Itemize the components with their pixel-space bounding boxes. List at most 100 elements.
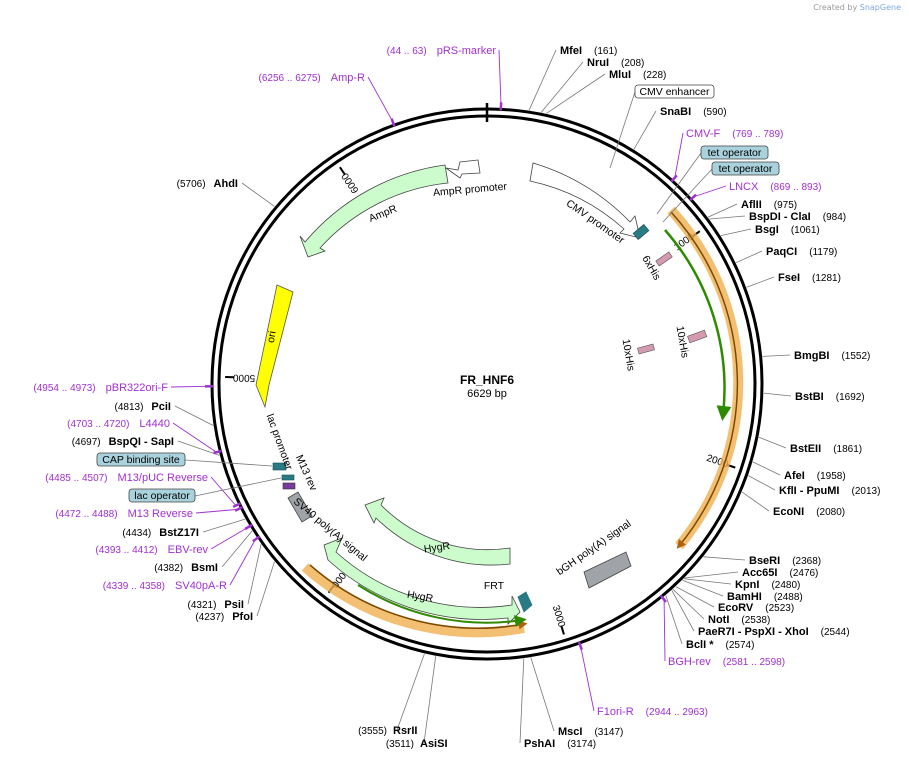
boxed-feature-label[interactable]: CAP binding site	[96, 452, 186, 467]
restriction-site[interactable]: BmgBI(1552)	[794, 350, 870, 362]
primer[interactable]: L4440(4703 .. 4720)	[67, 418, 170, 430]
site-position: (590)	[703, 107, 726, 118]
restriction-site[interactable]: BspDI - ClaI(984)	[749, 211, 846, 223]
restriction-site[interactable]: KflI - PpuMI(2013)	[779, 485, 880, 497]
hygr-arrow-inner[interactable]	[364, 497, 511, 566]
restriction-site[interactable]: BstBI(1692)	[795, 391, 865, 403]
primer[interactable]: SV40pA-R(4339 .. 4358)	[103, 580, 227, 592]
restriction-site[interactable]: BspQI - SapI(4697)	[72, 436, 174, 448]
restriction-site[interactable]: Acc65I(2476)	[742, 567, 818, 579]
site-name: AsiSI	[420, 738, 448, 750]
10xhis-block-a[interactable]	[637, 343, 655, 355]
primer-position: (4485 .. 4507)	[45, 473, 107, 484]
bgh-polya-box[interactable]	[583, 551, 632, 589]
site-name: NruI	[587, 57, 609, 69]
site-position: (1958)	[817, 471, 846, 482]
restriction-site[interactable]: MfeI(161)	[560, 45, 617, 57]
restriction-site[interactable]: EcoNI(2080)	[773, 506, 845, 518]
sv40-polya-box[interactable]	[287, 491, 313, 523]
hygr-lower-line[interactable]	[309, 564, 528, 630]
restriction-site[interactable]: PaqCI(1179)	[766, 246, 837, 258]
restriction-site[interactable]: AfeI(1958)	[784, 470, 846, 482]
10xhis-block-b[interactable]	[687, 329, 708, 344]
plasmid-name: FR_HNF6	[460, 373, 514, 387]
primer[interactable]: F1ori-R(2944 .. 2963)	[597, 706, 708, 718]
watermark: Created by SnapGene	[813, 3, 901, 12]
primer-position: (4472 .. 4488)	[55, 509, 117, 520]
restriction-site[interactable]: MscI(3147)	[558, 726, 623, 738]
site-name: MscI	[558, 726, 582, 738]
scale-tick-label: 3000	[550, 604, 567, 629]
boxed-feature-label[interactable]: tet operator	[711, 161, 780, 176]
site-name: BmgBI	[794, 350, 829, 362]
restriction-site[interactable]: BseRI(2368)	[749, 555, 821, 567]
primer[interactable]: M13 Reverse(4472 .. 4488)	[55, 508, 193, 520]
feature-label: 6xHis	[639, 254, 663, 283]
restriction-site[interactable]: (3555)RsrII	[358, 725, 417, 737]
site-name: BstBI	[795, 391, 824, 403]
restriction-site[interactable]: PsiI(4321)	[188, 599, 244, 611]
restriction-site[interactable]: BstEII(1861)	[790, 443, 862, 455]
primer[interactable]: LNCX(869 .. 893)	[729, 181, 822, 193]
restriction-site[interactable]: MluI(228)	[609, 69, 666, 81]
restriction-site[interactable]: BsmI(4382)	[154, 562, 218, 574]
site-position: (1061)	[791, 225, 820, 236]
restriction-site[interactable]: NotI(2538)	[708, 614, 770, 626]
restriction-site[interactable]: EcoRV(2523)	[718, 602, 794, 614]
hygr-arrow-outer[interactable]	[323, 537, 521, 625]
ampr-arrow[interactable]	[299, 164, 449, 258]
feature-label: FRT	[484, 580, 505, 592]
restriction-site[interactable]: AflII(975)	[741, 199, 797, 211]
hnf6-orange-line[interactable]	[670, 211, 739, 549]
restriction-site[interactable]: (3511)AsiSI	[386, 738, 448, 750]
hygr-green-line[interactable]	[357, 584, 527, 628]
tet-operator-block[interactable]	[632, 224, 650, 240]
restriction-site[interactable]: FseI(1281)	[778, 272, 841, 284]
lac-operator-block[interactable]	[281, 474, 295, 481]
primer[interactable]: EBV-rev(4393 .. 4412)	[95, 544, 208, 556]
ampr-promoter-arrow[interactable]	[445, 159, 481, 179]
site-position: (4434)	[122, 528, 151, 539]
restriction-site[interactable]: PshAI(3174)	[524, 738, 596, 750]
primer[interactable]: BGH-rev(2581 .. 2598)	[668, 656, 785, 668]
primer[interactable]: pBR322ori-F(4954 .. 4973)	[33, 382, 168, 394]
restriction-site[interactable]: BclI *(2574)	[686, 639, 754, 651]
hnf6-green-line[interactable]	[664, 229, 732, 421]
restriction-site[interactable]: SnaBI(590)	[660, 106, 727, 118]
primer[interactable]: CMV-F(769 .. 789)	[686, 128, 783, 140]
site-position: (228)	[643, 70, 666, 81]
site-name: EcoNI	[773, 506, 804, 518]
restriction-site[interactable]: AhdI(5706)	[177, 178, 238, 190]
restriction-site[interactable]: KpnI(2480)	[735, 579, 800, 591]
ori-arrow[interactable]	[255, 284, 294, 409]
boxed-feature-label[interactable]: CMV enhancer	[634, 84, 715, 99]
site-name: FseI	[778, 272, 800, 284]
restriction-site[interactable]: BamHI(2488)	[727, 591, 803, 603]
restriction-site[interactable]: PciI(4813)	[115, 401, 171, 413]
restriction-site[interactable]: BsgI(1061)	[755, 224, 820, 236]
site-position: (984)	[823, 212, 846, 223]
cmv-promoter-arrow[interactable]	[529, 162, 641, 239]
restriction-site[interactable]: PfoI(4237)	[195, 611, 253, 623]
frt-arrow[interactable]	[517, 591, 533, 613]
site-position: (2368)	[792, 556, 821, 567]
site-position: (2523)	[765, 603, 794, 614]
primer-name: EBV-rev	[168, 544, 209, 556]
box-frame	[711, 161, 780, 176]
feature-label: HygR	[406, 589, 434, 605]
site-position: (2538)	[741, 615, 770, 626]
boxed-feature-label[interactable]: tet operator	[700, 145, 769, 160]
boxed-feature-label[interactable]: lac operator	[128, 488, 196, 503]
restriction-site[interactable]: BstZ17I(4434)	[122, 527, 199, 539]
primer[interactable]: Amp-R(6256 .. 6275)	[259, 72, 366, 84]
primer[interactable]: M13/pUC Reverse(4485 .. 4507)	[45, 472, 208, 484]
m13-rev-block[interactable]	[282, 482, 296, 490]
cap-site-block[interactable]	[272, 462, 287, 471]
box-frame	[634, 84, 715, 99]
6xhis-block[interactable]	[655, 251, 673, 267]
primer-position: (6256 .. 6275)	[259, 73, 321, 84]
restriction-site[interactable]: PaeR7I - PspXI - XhoI(2544)	[698, 626, 850, 638]
primer[interactable]: pRS-marker(44 .. 63)	[387, 45, 497, 57]
restriction-site[interactable]: NruI(208)	[587, 57, 644, 69]
primer-position: (2944 .. 2963)	[646, 707, 708, 718]
